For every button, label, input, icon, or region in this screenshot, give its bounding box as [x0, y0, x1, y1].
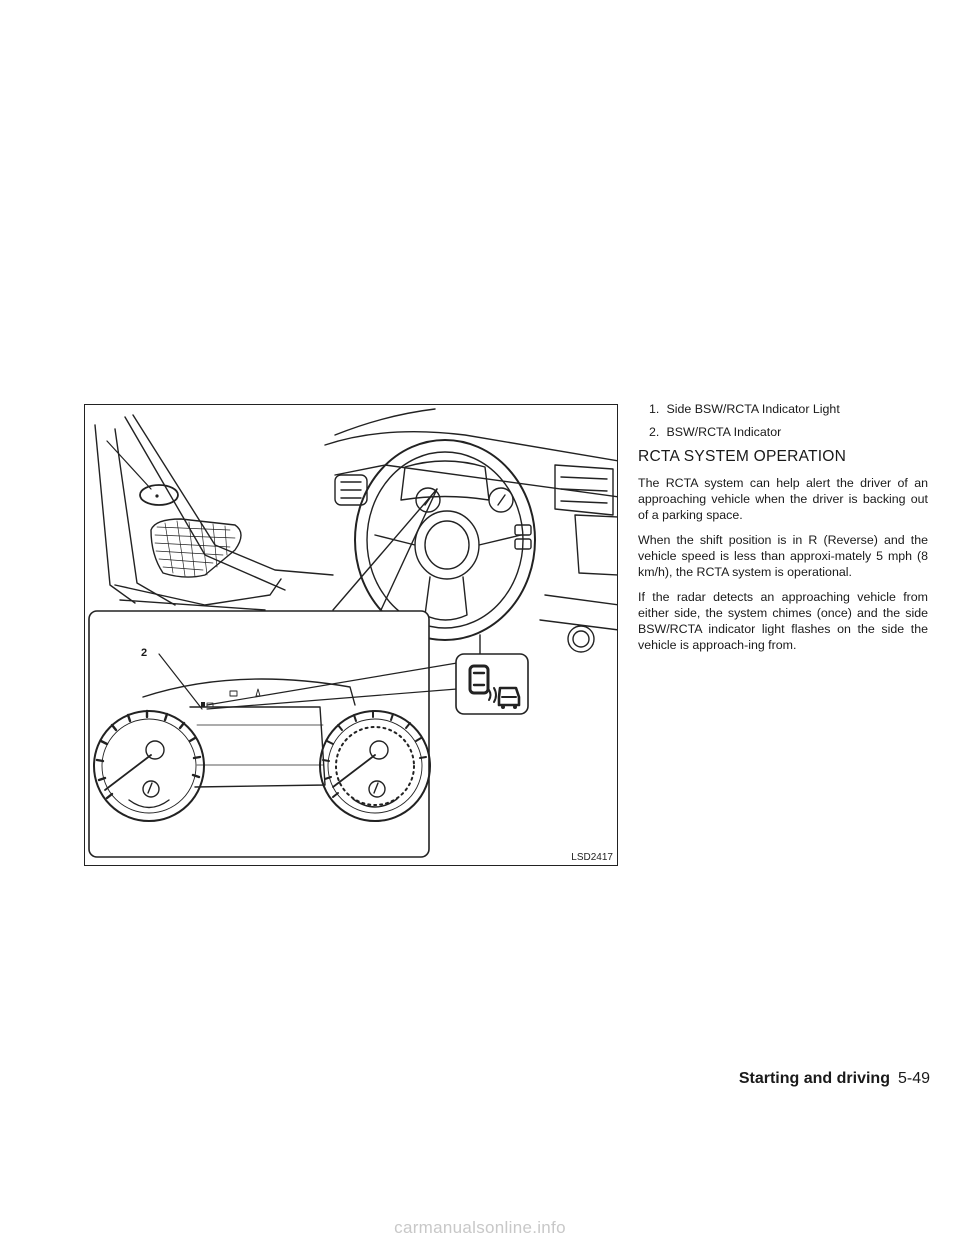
- legend-number: 2.: [649, 425, 660, 439]
- page-number: 5-49: [897, 1070, 930, 1087]
- illustration-svg: [88, 408, 617, 858]
- paragraph: If the radar detects an approaching vehi…: [638, 590, 928, 652]
- watermark: carmanualsonline.info: [394, 1218, 566, 1237]
- section-heading: RCTA SYSTEM OPERATION: [638, 448, 847, 465]
- figure-code: LSD2417: [571, 852, 613, 863]
- dashboard-illustration: 1 2 LSD2417: [84, 404, 618, 866]
- callout-2: 2: [141, 647, 148, 659]
- footer-section-title: Starting and driving: [738, 1070, 890, 1087]
- legend-label: Side BSW/RCTA Indicator Light: [666, 402, 840, 416]
- legend-item: 2. BSW/RCTA Indicator: [638, 425, 928, 440]
- bsw-rcta-indicator-icon: [455, 653, 529, 715]
- legend-item: 1. Side BSW/RCTA Indicator Light: [638, 402, 928, 417]
- legend-label: BSW/RCTA Indicator: [666, 425, 782, 439]
- text-column: 1. Side BSW/RCTA Indicator Light 2. BSW/…: [638, 402, 928, 662]
- legend-number: 1.: [649, 402, 660, 416]
- paragraph: The RCTA system can help alert the drive…: [638, 476, 928, 522]
- figure-legend: 1. Side BSW/RCTA Indicator Light 2. BSW/…: [638, 402, 928, 440]
- page-footer: Starting and driving 5-49: [739, 1070, 930, 1088]
- paragraph: When the shift position is in R (Reverse…: [638, 533, 928, 579]
